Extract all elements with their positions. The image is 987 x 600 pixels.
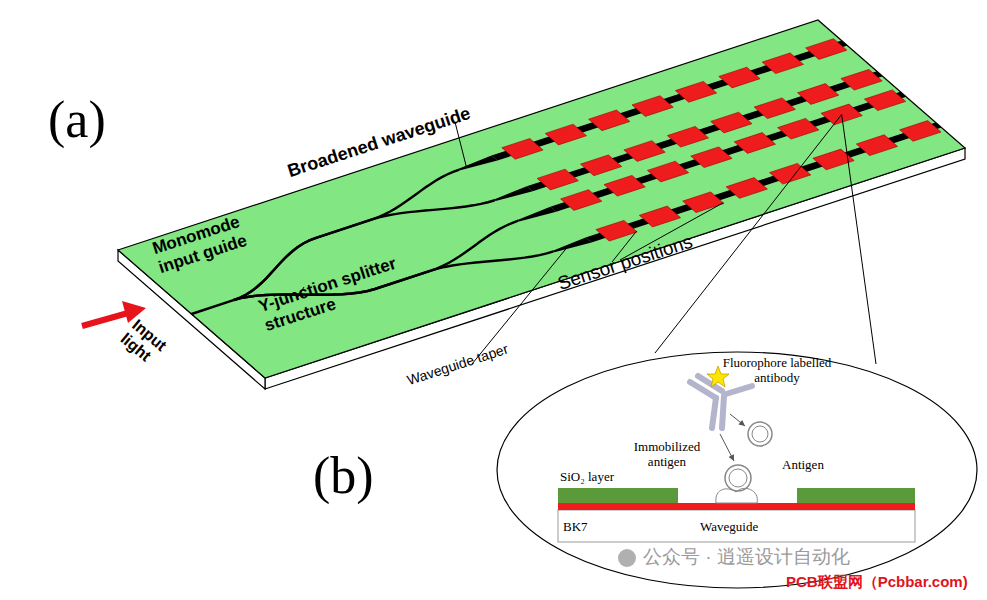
binding-arrow	[720, 434, 734, 461]
part-label: Y-junction splitter structure	[256, 239, 449, 335]
sensor-pad	[762, 53, 803, 74]
antigen-circle	[725, 465, 751, 491]
broadened-waveguide	[586, 122, 942, 242]
leader-line	[842, 114, 876, 364]
waveguide-taper	[517, 207, 556, 222]
sensor-pad	[581, 155, 622, 176]
sensor-pad	[734, 133, 775, 154]
part-label: Broadened waveguide	[285, 103, 473, 182]
inset-label: Immobilized antigen	[622, 440, 712, 470]
part-label: Waveguide taper	[405, 340, 510, 388]
bk7-substrate	[558, 510, 915, 542]
sensor-pad	[864, 90, 905, 111]
sensor-pad	[545, 124, 586, 145]
waveguide-taper	[553, 237, 592, 252]
watermark: PCB联盟网（Pcbbar.com)	[786, 573, 968, 590]
panel-label: (b)	[313, 446, 374, 506]
sensor-pad	[726, 178, 767, 199]
sensor-pad	[537, 169, 578, 190]
sensor-pad	[624, 141, 665, 162]
sensor-pad	[647, 161, 688, 182]
input-arrow	[82, 313, 128, 326]
sio2-layer	[558, 488, 678, 503]
layer-label: Waveguide	[700, 520, 758, 535]
sensor-pad	[639, 206, 680, 227]
antibody	[726, 386, 752, 394]
sensor-pad	[711, 112, 752, 133]
sensor-pad	[754, 98, 795, 119]
sensor-pad	[632, 96, 673, 117]
watermark-icon	[618, 549, 636, 567]
broadened-waveguide	[527, 71, 883, 191]
inset-detail	[497, 352, 977, 588]
sensor-pad	[691, 147, 732, 168]
antigen-circle	[748, 422, 772, 446]
antibody	[712, 398, 716, 428]
antigen-circle	[752, 426, 768, 442]
sio2-layer	[797, 488, 915, 503]
sensor-pad	[604, 175, 645, 196]
watermark: 公众号 · 逍遥设计自动化	[643, 546, 850, 568]
sensor-pad	[798, 84, 839, 105]
sensor-pad	[719, 67, 760, 88]
sensor-pad	[502, 139, 543, 160]
input-guide	[192, 300, 234, 314]
binding-arrow	[730, 414, 745, 426]
part-label: Sensor positions	[555, 231, 695, 295]
antigen-circle	[729, 469, 747, 487]
chip-top-surface	[118, 20, 965, 378]
inset-label: Antigen	[782, 458, 824, 473]
binding-arrowhead	[729, 454, 734, 461]
antibody	[722, 396, 724, 428]
sensor-pad	[821, 104, 862, 125]
waveguide-layer	[558, 503, 915, 510]
sensor-pad	[900, 121, 941, 142]
waveguide-taper	[494, 186, 533, 201]
layer-label: BK7	[563, 520, 588, 535]
inset-ellipse	[497, 352, 977, 588]
binding-arrowhead	[738, 420, 745, 426]
part-label: Input light	[116, 316, 182, 380]
sensor-pad	[778, 118, 819, 139]
sensor-pad	[841, 69, 882, 90]
sensor-pad	[667, 126, 708, 147]
leader-line	[455, 122, 466, 167]
sensor-pad	[561, 190, 602, 211]
inset-label: Fluorophore labelled antibody	[722, 356, 832, 386]
waveguides	[192, 39, 942, 314]
sensor-pad	[806, 39, 847, 60]
panel-label: (a)	[48, 90, 106, 150]
part-label: Monomode input guide	[150, 203, 276, 277]
sensor-pad	[856, 135, 897, 156]
layer-label: SiO₂ layer	[560, 470, 614, 485]
sensor-pad	[589, 110, 630, 131]
sensor-pad	[675, 81, 716, 102]
sensor-pad	[683, 192, 724, 213]
